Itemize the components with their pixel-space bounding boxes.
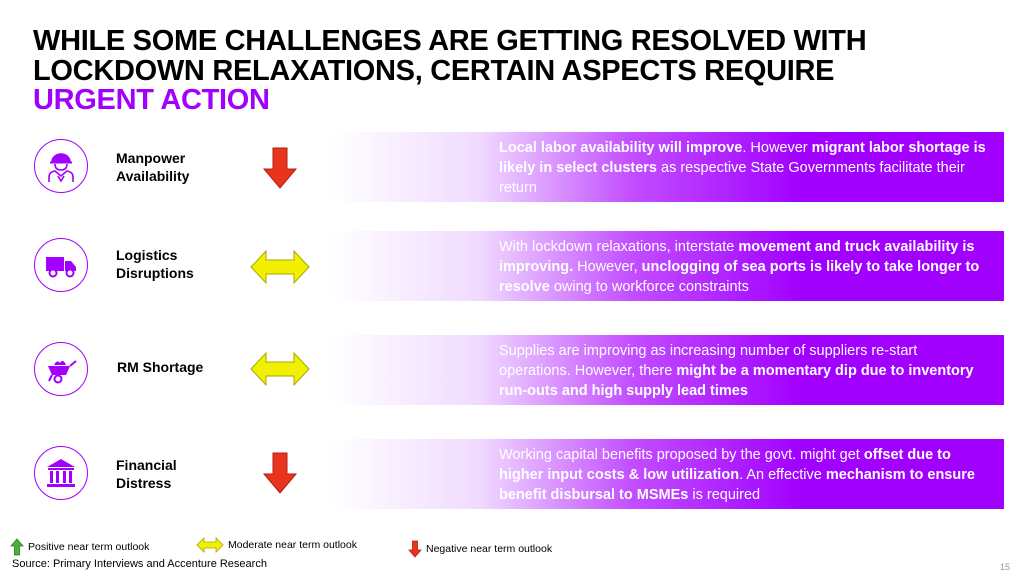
description-band [330, 335, 1004, 405]
worker-hardhat-icon [34, 139, 88, 193]
description-band [330, 439, 1004, 509]
challenge-description: With lockdown relaxations, interstate mo… [499, 239, 980, 295]
legend-positive: Positive near term outlook [10, 538, 149, 556]
source-note: Source: Primary Interviews and Accenture… [12, 558, 267, 570]
challenge-label: RM Shortage [117, 359, 204, 375]
negative-outlook-arrow-icon [263, 452, 297, 494]
legend-negative: Negative near term outlook [408, 540, 552, 558]
wheelbarrow-icon [34, 342, 88, 396]
challenge-description: Supplies are improving as increasing num… [499, 343, 974, 399]
description-band [330, 231, 1004, 301]
bank-building-icon [34, 446, 88, 500]
challenge-description: Local labor availability will improve. H… [499, 140, 986, 196]
truck-icon [34, 238, 88, 292]
challenge-row-rm-shortage: RM Shortage Supplies are improving as in… [0, 334, 1024, 406]
negative-outlook-arrow-icon [408, 540, 422, 558]
title-line-2: LOCKDOWN RELAXATIONS, CERTAIN ASPECTS RE… [33, 55, 835, 87]
positive-outlook-arrow-icon [10, 538, 24, 556]
legend-moderate-label: Moderate near term outlook [228, 539, 357, 551]
challenge-description: Working capital benefits proposed by the… [499, 447, 975, 503]
title-line-1: WHILE SOME CHALLENGES ARE GETTING RESOLV… [33, 25, 867, 57]
moderate-outlook-arrow-icon [250, 352, 310, 386]
title-accent: URGENT ACTION [33, 84, 270, 116]
negative-outlook-arrow-icon [263, 147, 297, 189]
moderate-outlook-arrow-icon [196, 537, 224, 553]
moderate-outlook-arrow-icon [250, 250, 310, 284]
legend-negative-label: Negative near term outlook [426, 543, 553, 555]
legend-positive-label: Positive near term outlook [28, 541, 150, 553]
description-band [330, 132, 1004, 202]
legend-moderate: Moderate near term outlook [196, 537, 357, 553]
page-title: WHILE SOME CHALLENGES ARE GETTING RESOLV… [33, 25, 993, 116]
page-number: 15 [999, 562, 1010, 572]
